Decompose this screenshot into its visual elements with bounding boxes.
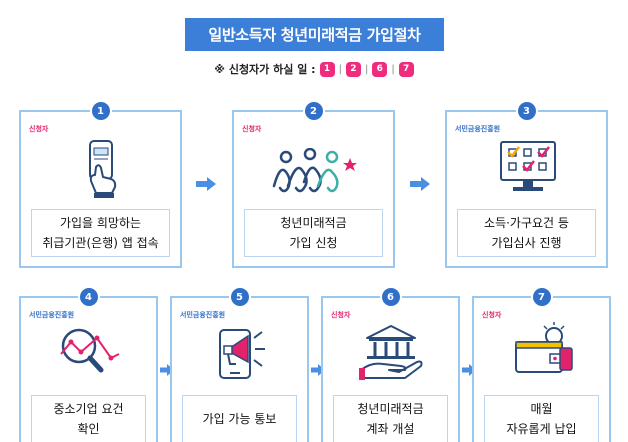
step-card-3: 3 서민금융진흥원 소득·가구요건 등 가입심사 진행 [445, 102, 608, 268]
step-label-line: 가입 가능 통보 [202, 412, 277, 426]
step-card-5: 5 서민금융진흥원 가입 가능 통보 [170, 288, 309, 442]
step-label: 청년미래적금 가입 신청 [244, 209, 383, 257]
step-card-1: 1 신청자 가입을 희망하는 취급기관(은행) 앱 접속 [19, 102, 182, 268]
step-label-line: 가입심사 진행 [491, 236, 562, 250]
step-role: 신청자 [29, 125, 49, 133]
step-label-line: 소득·가구요건 등 [484, 216, 569, 230]
step-label-line: 가입을 희망하는 [59, 216, 142, 230]
step-label-line: 취급기관(은행) 앱 접속 [42, 236, 159, 250]
step-role: 서민금융진흥원 [29, 311, 75, 319]
step-label: 가입을 희망하는 취급기관(은행) 앱 접속 [31, 209, 170, 257]
note-prefix: ※ 신청자가 하실 일 : [214, 63, 316, 76]
step-number: 4 [79, 288, 98, 306]
phone-megaphone-icon [219, 329, 265, 379]
note-step-1: 1 [319, 61, 335, 77]
arrow-right-icon [410, 177, 430, 191]
note-step-3: 6 [372, 61, 388, 77]
step-role: 신청자 [482, 311, 502, 319]
step-role: 신청자 [331, 311, 351, 319]
step-label-line: 확인 [77, 422, 100, 436]
step-card-6: 6 신청자 청년미래적금 계좌 개설 [321, 288, 460, 442]
step-card-2: 2 신청자 청년미래적금 가입 신청 [232, 102, 395, 268]
step-label-line: 가입 신청 [289, 236, 338, 250]
step-label-line: 청년미래적금 [357, 402, 424, 416]
step-label-line: 매월 [530, 402, 553, 416]
step-number: 6 [381, 288, 400, 306]
bank-hand-icon [359, 325, 423, 380]
step-number: 1 [91, 102, 110, 120]
note-separator: | [364, 63, 369, 75]
step-role: 서민금융진흥원 [180, 311, 226, 319]
step-card-7: 7 신청자 매월 자유롭게 납입 [472, 288, 611, 442]
step-label: 청년미래적금 계좌 개설 [333, 395, 448, 442]
step-label: 소득·가구요건 등 가입심사 진행 [457, 209, 596, 257]
note-step-2: 2 [345, 61, 361, 77]
step-label: 매월 자유롭게 납입 [484, 395, 599, 442]
phone-tap-icon [89, 140, 117, 198]
step-label: 중소기업 요건 확인 [31, 395, 146, 442]
magnifier-chart-icon [60, 328, 120, 373]
step-label: 가입 가능 통보 [182, 395, 297, 442]
step-label-line: 계좌 개설 [366, 422, 415, 436]
arrow-right-icon [196, 177, 216, 191]
wallet-coin-icon [515, 322, 573, 373]
step-number: 2 [304, 102, 323, 120]
note-step-4: 7 [398, 61, 414, 77]
step-label-line: 중소기업 요건 [53, 402, 124, 416]
step-card-4: 4 서민금융진흥원 중소기업 요건 확인 [19, 288, 158, 442]
applicant-steps-note: ※ 신청자가 하실 일 : 1 | 2 | 6 | 7 [0, 60, 628, 78]
step-number: 5 [230, 288, 249, 306]
page-title: 일반소득자 청년미래적금 가입절차 [185, 18, 444, 51]
step-number: 7 [532, 288, 551, 306]
note-separator: | [391, 63, 395, 75]
step-label-line: 청년미래적금 [280, 216, 347, 230]
step-role: 서민금융진흥원 [455, 125, 501, 133]
checklist-monitor-icon [500, 141, 556, 191]
step-number: 3 [517, 102, 536, 120]
note-separator: | [338, 63, 342, 75]
step-label-line: 자유롭게 납입 [506, 422, 577, 436]
people-star-icon [272, 148, 357, 193]
step-role: 신청자 [242, 125, 262, 133]
